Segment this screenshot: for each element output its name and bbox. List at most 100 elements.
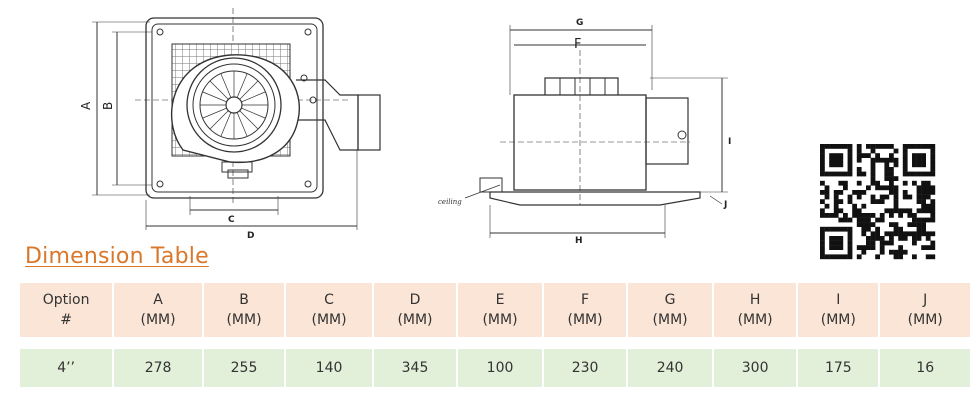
qr-module [916,171,922,177]
qr-module [912,213,917,218]
qr-module [884,231,890,237]
label-j: J [723,200,727,210]
qr-module [898,236,903,241]
qr-module [870,176,876,181]
qr-module [916,190,922,195]
qr-module [907,194,913,200]
qr-module [902,208,908,214]
qr-module [916,153,922,158]
qr-module [824,194,830,200]
qr-module [856,208,862,214]
qr-module [879,144,885,149]
qr-module [889,176,894,181]
qr-module [925,194,931,200]
qr-module [921,245,926,250]
qr-module [820,245,825,250]
qr-module [847,236,853,241]
qr-module [847,148,853,154]
qr-module [833,199,839,204]
qr-module [852,190,857,195]
qr-module [838,226,844,232]
qr-module [870,240,876,246]
ceiling-label: ceiling [438,198,462,206]
table-cell: 240 [628,349,715,387]
qr-module [907,231,913,237]
column-header-text: (MM) [311,312,347,328]
qr-module [930,199,936,204]
qr-module [884,171,890,177]
qr-module [879,249,885,255]
qr-module [866,222,871,227]
qr-module [921,199,926,204]
qr-module [898,245,903,250]
column-header: F(MM) [544,283,629,337]
column-header: B(MM) [203,283,287,337]
qr-module [912,240,917,246]
qr-module [875,254,880,260]
column-header-text: J [923,292,928,308]
qr-module [902,153,908,158]
qr-module [884,144,890,149]
qr-module [921,162,926,168]
qr-module [879,236,885,241]
qr-module [824,203,830,209]
qr-module [879,245,885,250]
qr-module [916,231,922,237]
qr-module [884,176,890,181]
qr-module [889,157,894,163]
qr-module [838,240,844,246]
qr-module [925,231,931,237]
qr-module [820,249,825,255]
qr-module [870,222,876,227]
qr-module [921,208,926,214]
qr-module [916,157,922,163]
qr-module [829,162,834,168]
qr-module [930,162,936,168]
qr-module [870,199,876,204]
qr-module [912,231,917,237]
column-header-text: (MM) [482,312,518,328]
qr-module [902,167,908,172]
qr-module [824,144,830,149]
qr-module [833,203,839,209]
column-header: I(MM) [798,283,881,337]
qr-module [921,222,926,227]
qr-module [833,226,839,232]
qr-module [916,144,922,149]
table-cell: 230 [544,349,629,387]
qr-module [861,231,867,237]
qr-module [861,171,867,177]
column-header: Option# [20,283,115,337]
qr-module [916,185,922,191]
qr-module [870,180,876,186]
qr-module [912,157,917,163]
qr-module [870,194,876,200]
table-cell: 345 [373,349,459,387]
qr-module [829,245,834,250]
qr-module [921,157,926,163]
qr-module [884,208,890,214]
qr-module [833,162,839,168]
qr-module [921,190,926,195]
dimension-drawing: A B C D [79,8,731,245]
column-header: D(MM) [373,283,459,337]
qr-module [921,203,926,209]
column-header-text: (MM) [397,312,433,328]
qr-module [930,231,936,237]
qr-module [856,153,862,158]
qr-module [861,203,867,209]
qr-module [866,236,871,241]
qr-module [907,208,913,214]
qr-module [870,157,876,163]
qr-module [912,153,917,158]
qr-module [875,231,880,237]
qr-module [866,144,871,149]
label-a: A [79,101,93,110]
qr-module [889,153,894,158]
qr-module [893,190,899,195]
qr-module [852,213,857,218]
qr-module [912,180,917,186]
qr-module [870,162,876,168]
qr-module [870,148,876,154]
